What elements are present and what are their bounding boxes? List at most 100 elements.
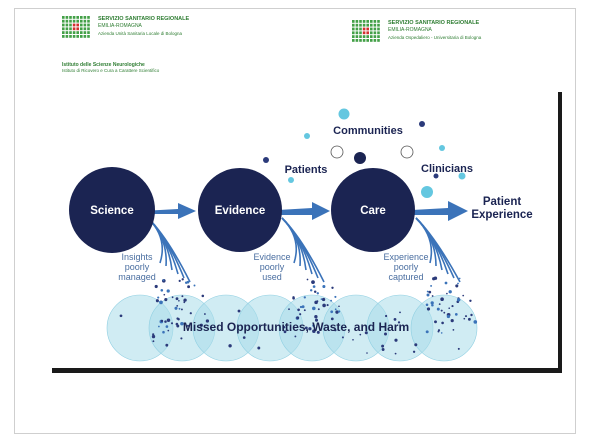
- logo-grid-cell: [366, 31, 369, 35]
- leak-dot: [164, 298, 168, 302]
- leak-dot: [299, 313, 302, 316]
- waste-dot: [381, 344, 385, 348]
- care-label: Care: [360, 205, 386, 217]
- leak-experience-line3: captured: [388, 272, 423, 282]
- logo-grid-cell: [377, 23, 380, 27]
- logo-grid-cell: [83, 31, 87, 34]
- logo-grid-cell: [83, 35, 87, 38]
- outcome-line1: Patient: [483, 196, 522, 208]
- waste-dot: [384, 332, 387, 336]
- leak-dot: [157, 296, 160, 299]
- leak-dot: [189, 312, 192, 315]
- leak-dot: [175, 297, 179, 301]
- arrow-evidence-care: [278, 202, 330, 220]
- waste-dot: [381, 348, 385, 351]
- leak-dot: [426, 290, 429, 293]
- leak-dot: [303, 296, 306, 299]
- stakeholder-dots: [263, 108, 466, 198]
- leak-dot: [199, 323, 203, 327]
- logo-grid-cell: [72, 35, 76, 38]
- logo-grid-cell: [65, 19, 69, 23]
- leak-dot: [470, 313, 473, 317]
- waste-dot: [164, 320, 167, 323]
- leak-dot: [186, 324, 190, 327]
- logo-grid-cell: [355, 27, 359, 31]
- logo-grid-cell: [69, 27, 72, 31]
- logo-grid-cell: [355, 35, 359, 38]
- leak-dot: [316, 292, 319, 295]
- waste-dot: [366, 352, 368, 354]
- logo-grid-cell: [72, 23, 76, 27]
- waste-dot: [297, 308, 300, 312]
- logo-grid-cell: [352, 23, 355, 27]
- logo-grid-cell: [72, 27, 76, 31]
- node-care: Care: [331, 168, 415, 252]
- leak-dot: [428, 290, 432, 294]
- diagram-frame-right: [558, 92, 562, 372]
- diagram-frame-bottom: [52, 368, 562, 373]
- leak-dot: [457, 282, 459, 285]
- logo-grid-cell: [69, 35, 72, 38]
- leak-dot: [431, 295, 434, 297]
- logo-ausl-bologna: SERVIZIO SANITARIO REGIONALE EMILIA-ROMA…: [62, 16, 189, 40]
- leak-dots: [119, 276, 478, 355]
- logo-grid-cell: [377, 27, 380, 31]
- missed-opportunities-label: Missed Opportunities, Waste, and Harm: [183, 320, 409, 334]
- logo-grid-cell: [377, 20, 380, 23]
- leak-dot: [330, 299, 332, 302]
- clinicians-label: Clinicians: [421, 163, 473, 175]
- logo-grid-cell: [373, 20, 377, 23]
- logo-grid-cell: [359, 23, 362, 27]
- leak-dot: [178, 307, 181, 310]
- waste-circle: [410, 294, 478, 362]
- leak-dot: [454, 313, 458, 316]
- logo-grid-cell: [62, 31, 65, 34]
- logo-grid-cell: [87, 23, 90, 27]
- leak-dot: [431, 304, 434, 307]
- dot-dark: [354, 152, 366, 164]
- logo-left-line1: SERVIZIO SANITARIO REGIONALE: [98, 16, 190, 22]
- waste-dot: [205, 319, 210, 323]
- dot-dark: [263, 157, 269, 163]
- leak-dot: [201, 294, 205, 298]
- logo-grid-cell: [366, 39, 369, 42]
- logo-grid-cell: [359, 35, 362, 38]
- waste-dot: [359, 333, 362, 336]
- logo-grid-cell: [62, 16, 65, 19]
- logo-grid-cell: [80, 31, 83, 34]
- leak-dot: [331, 286, 334, 289]
- leak-dot: [159, 300, 163, 305]
- waste-dot: [294, 335, 297, 338]
- waste-dot: [393, 318, 397, 321]
- logo-left-line2: EMILIA-ROMAGNA: [98, 23, 142, 29]
- leak-dot: [313, 290, 317, 294]
- leak-dot: [181, 278, 184, 281]
- leak-dot: [317, 308, 320, 311]
- leak-dot: [444, 281, 448, 285]
- waste-dot: [180, 337, 183, 340]
- logo-grid-cell: [76, 35, 79, 38]
- logo-grid-cell: [359, 31, 362, 35]
- logo-grid-cell: [352, 20, 355, 23]
- waste-dot: [399, 311, 401, 314]
- diagram-canvas: Science Evidence Care Patient Experience…: [52, 92, 562, 373]
- logo-grid-cell: [76, 16, 79, 19]
- leak-dot: [334, 328, 337, 332]
- leak-dot: [193, 284, 196, 287]
- dot-light: [439, 145, 445, 151]
- logo-grid-cell: [65, 23, 69, 27]
- leak-dot: [180, 321, 184, 326]
- leak-dot: [335, 310, 339, 314]
- regional-health-logo-icon: [62, 16, 90, 38]
- waste-dot: [457, 347, 460, 350]
- logo-grid-cell: [355, 23, 359, 27]
- leak-dot: [436, 307, 440, 311]
- institute-subtitle: Istituto di Ricovero e Cura a Carattere …: [62, 68, 160, 73]
- dot-outline: [400, 145, 414, 159]
- logo-grid-cell: [366, 35, 369, 38]
- logo-grid-cell: [370, 31, 373, 35]
- leak-dot: [473, 320, 478, 324]
- leak-dot: [330, 317, 334, 321]
- logo-grid-cell: [377, 39, 380, 42]
- logo-grid-cell: [373, 23, 377, 27]
